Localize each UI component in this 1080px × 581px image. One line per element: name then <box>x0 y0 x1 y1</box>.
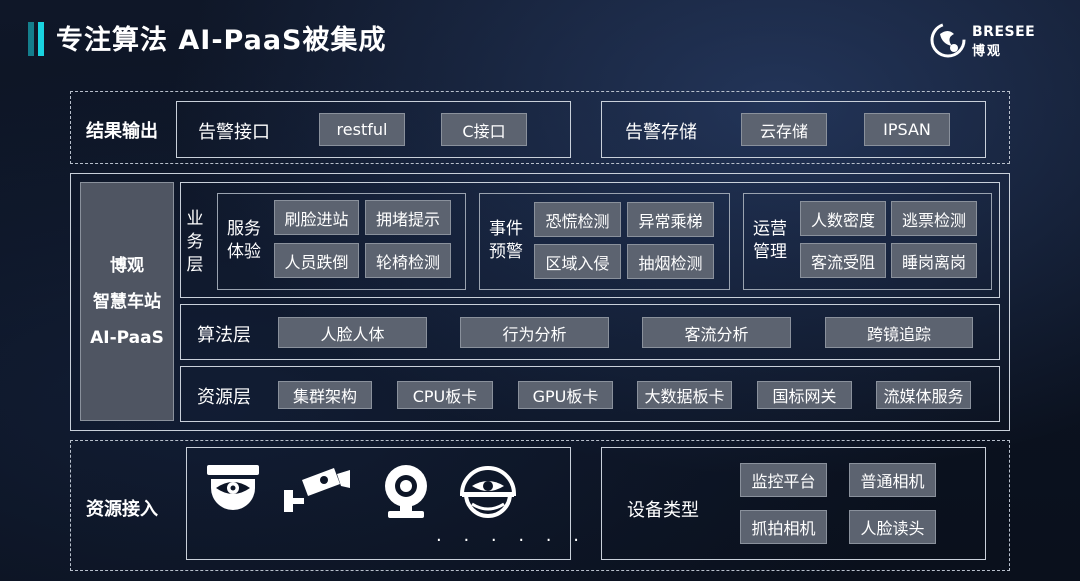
algorithm-chip: 行为分析 <box>460 317 609 348</box>
algorithm-chip: 人脸人体 <box>278 317 427 348</box>
access-label: 资源接入 <box>86 499 158 520</box>
algorithm-chip: 跨镜追踪 <box>825 317 973 348</box>
fisheye-camera-icon <box>458 462 518 520</box>
business-group-operation <box>743 193 992 290</box>
webcam-icon <box>380 462 432 520</box>
device-types-box <box>601 447 986 560</box>
output-chip-cloud-storage: 云存储 <box>741 113 827 146</box>
business-group-label: 运营管理 <box>753 219 787 262</box>
business-chip: 异常乘梯 <box>627 202 714 237</box>
business-group-label: 服务体验 <box>227 219 261 262</box>
business-group-service <box>217 193 466 290</box>
resource-chip: 大数据板卡 <box>637 381 732 409</box>
platform-side-line: 智慧车站 <box>93 291 161 312</box>
output-chip-restful: restful <box>319 113 405 146</box>
dome-camera-icon <box>204 462 262 520</box>
alarm-interface-label: 告警接口 <box>198 122 270 143</box>
resource-layer-box <box>180 366 1000 422</box>
business-chip: 人数密度 <box>800 201 886 236</box>
output-chip-ipsan: IPSAN <box>864 113 950 146</box>
business-layer-box <box>180 182 1000 298</box>
resource-chip: 流媒体服务 <box>876 381 971 409</box>
business-chip: 睡岗离岗 <box>891 243 977 278</box>
platform-side-line: 博观 <box>110 255 144 276</box>
title-accent-bar <box>28 22 34 56</box>
platform-section <box>70 173 1010 431</box>
alarm-storage-box <box>601 101 986 158</box>
resource-layer-label: 资源层 <box>197 387 251 408</box>
device-type-chip: 人脸读头 <box>849 510 936 544</box>
access-section <box>70 440 1010 571</box>
more-devices-ellipsis: · · · · · · <box>436 530 587 551</box>
resource-chip: 国标网关 <box>757 381 852 409</box>
bresee-logo-icon <box>930 22 966 58</box>
device-type-chip: 监控平台 <box>740 463 827 497</box>
logo-brand-cn-text: 博观 <box>972 44 1003 59</box>
output-chip-c-interface: C接口 <box>441 113 527 146</box>
algorithm-layer-label: 算法层 <box>197 325 251 346</box>
logo-brand-text: BRESEE <box>972 24 1036 40</box>
platform-side-line: AI-PaaS <box>90 327 164 348</box>
business-chip: 拥堵提示 <box>365 200 451 235</box>
business-chip: 轮椅检测 <box>365 243 451 278</box>
business-layer-label: 业务层 <box>186 209 204 275</box>
device-type-chip: 普通相机 <box>849 463 936 497</box>
resource-chip: CPU板卡 <box>397 381 493 409</box>
business-chip: 逃票检测 <box>891 201 977 236</box>
business-chip: 区域入侵 <box>534 244 621 279</box>
business-chip: 刷脸进站 <box>274 200 359 235</box>
resource-chip: GPU板卡 <box>518 381 613 409</box>
output-label: 结果输出 <box>86 121 158 142</box>
business-group-event <box>479 193 730 290</box>
alarm-interface-box <box>176 101 571 158</box>
bullet-camera-icon <box>282 462 352 520</box>
business-chip: 恐慌检测 <box>534 202 621 237</box>
device-types-label: 设备类型 <box>627 500 699 521</box>
resource-chip: 集群架构 <box>278 381 372 409</box>
brand-logo: BRESEE 博观 <box>930 20 1050 60</box>
device-type-chip: 抓拍相机 <box>740 510 827 544</box>
business-group-label: 事件预警 <box>489 219 523 262</box>
page-title: 专注算法 AI-PaaS被集成 <box>56 25 387 56</box>
business-chip: 抽烟检测 <box>627 244 714 279</box>
title-accent-bar <box>38 22 44 56</box>
algorithm-chip: 客流分析 <box>642 317 791 348</box>
business-chip: 人员跌倒 <box>274 243 359 278</box>
algorithm-layer-box <box>180 304 1000 360</box>
alarm-storage-label: 告警存储 <box>625 122 697 143</box>
platform-side-panel: 博观 智慧车站 AI-PaaS <box>80 182 174 421</box>
output-section <box>70 91 1010 164</box>
business-chip: 客流受阻 <box>800 243 886 278</box>
access-devices-box <box>186 447 571 560</box>
